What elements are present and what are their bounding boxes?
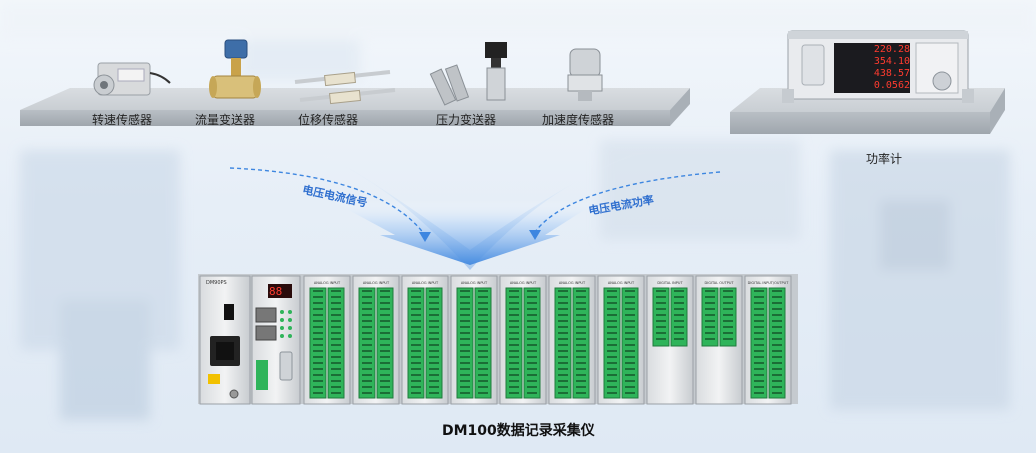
power-reading-3: 438.57	[873, 68, 910, 79]
power-reading-4: 0.0562	[873, 80, 910, 91]
io-module-tag: ANALOG INPUT	[412, 281, 439, 285]
io-module-tag: ANALOG INPUT	[363, 281, 390, 285]
io-module: ANALOG INPUT	[450, 275, 498, 405]
io-module-tag: DIGITAL OUTPUT	[704, 281, 734, 285]
io-module: DIGITAL INPUT	[646, 275, 694, 405]
power-meter-image	[782, 30, 974, 103]
io-module-tag: ANALOG INPUT	[461, 281, 488, 285]
io-module-tag: ANALOG INPUT	[510, 281, 537, 285]
power-meter-display: 220.28 354.10 438.57 0.0562	[836, 44, 910, 92]
sensor-label-pressure: 压力变送器	[436, 113, 497, 127]
power-module-label: DM90PS	[206, 280, 227, 286]
io-module: ANALOG INPUT	[597, 275, 645, 405]
io-module: ANALOG INPUT	[499, 275, 547, 405]
io-module-tag: DIGITAL INPUT/OUTPUT	[748, 281, 790, 285]
io-module: ANALOG INPUT	[352, 275, 400, 405]
cpu-display: 88	[269, 285, 283, 298]
power-reading-1: 220.28	[873, 44, 910, 55]
io-module: ANALOG INPUT	[401, 275, 449, 405]
sensor-label-speed: 转速传感器	[92, 113, 153, 127]
flow-transmitter-image	[209, 39, 261, 99]
power-meter-label: 功率计	[866, 152, 903, 166]
io-module-tag: ANALOG INPUT	[608, 281, 635, 285]
io-module-tag: DIGITAL INPUT	[657, 281, 683, 285]
sensor-label-acceleration: 加速度传感器	[542, 113, 615, 127]
recorder-device: ANALOG INPUT ANALOG INPUT ANALOG INPUT ANAL…	[198, 274, 798, 405]
io-module-tag: ANALOG INPUT	[559, 281, 586, 285]
io-module: DIGITAL INPUT/OUTPUT	[744, 275, 792, 405]
io-module: ANALOG INPUT	[548, 275, 596, 405]
io-module-tag: ANALOG INPUT	[314, 281, 341, 285]
pressure-transmitter-image	[429, 42, 507, 106]
io-module: DIGITAL OUTPUT	[695, 275, 743, 405]
speed-sensor-image	[93, 62, 171, 96]
power-reading-2: 354.10	[873, 56, 910, 67]
sensor-label-displacement: 位移传感器	[298, 113, 359, 127]
recorder-caption: DM100数据记录采集仪	[442, 423, 595, 439]
sensor-label-flow: 流量变送器	[195, 113, 256, 127]
displacement-sensor-image	[294, 70, 396, 105]
io-module: ANALOG INPUT	[303, 275, 351, 405]
accelerometer-image	[567, 48, 603, 101]
